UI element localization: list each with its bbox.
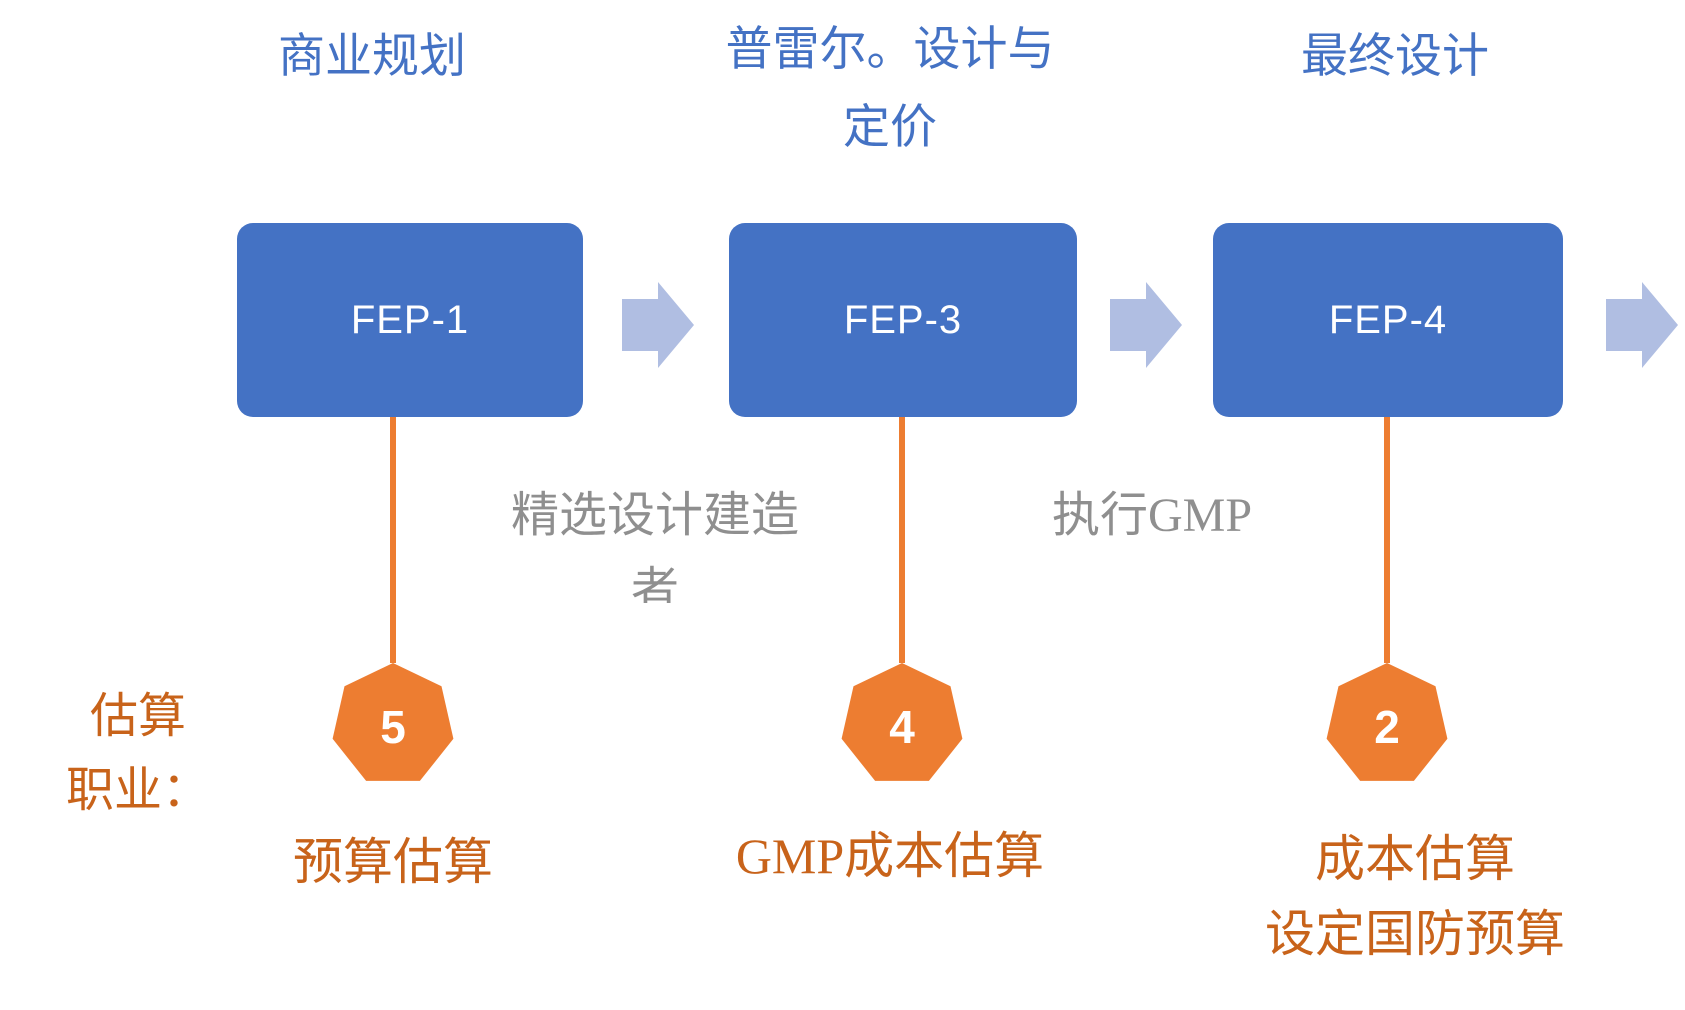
side-caption: 估算 职业： <box>18 680 258 828</box>
fep-box-3-label: FEP-4 <box>1328 297 1448 342</box>
badge-heptagon-1: 5 <box>332 663 454 781</box>
fep-box-1-label: FEP-1 <box>350 297 470 342</box>
connector-label-2-line1: 执行GMP <box>1051 489 1253 542</box>
flow-arrow-icon-1 <box>622 282 694 368</box>
side-caption-line2: 职业： <box>65 764 210 817</box>
badge-heptagon-2: 4 <box>841 663 963 781</box>
fep-box-3: FEP-4 <box>1213 223 1563 417</box>
connector-line-1 <box>390 417 396 663</box>
connector-label-1-line2: 者 <box>630 564 679 603</box>
connector-line-3 <box>1384 417 1390 663</box>
fep-box-2: FEP-3 <box>729 223 1077 417</box>
flow-arrow-icon-2 <box>1110 282 1182 368</box>
estimate-label-1-line1: 预算估算 <box>293 834 493 890</box>
connector-label-1: 精选设计建造 者 <box>455 478 855 603</box>
estimate-label-3: 成本估算 设定国防预算 <box>1165 822 1665 972</box>
estimate-label-3-line1: 成本估算 <box>1315 831 1515 887</box>
fep-box-1: FEP-1 <box>237 223 583 417</box>
connector-label-2: 执行GMP <box>952 478 1352 553</box>
badge-number-1: 5 <box>380 701 406 753</box>
phase-header-2-line2: 定价 <box>843 102 937 154</box>
phase-header-1: 商业规划 <box>172 18 572 96</box>
phase-header-2-line1: 普雷尔。设计与 <box>725 24 1055 76</box>
phase-header-3-line1: 最终设计 <box>1301 31 1489 83</box>
estimate-label-2: GMP成本估算 <box>640 819 1140 894</box>
fep-box-2-label: FEP-3 <box>843 297 963 342</box>
flow-arrow-icon-3 <box>1606 282 1678 368</box>
side-caption-line1: 估算 <box>89 690 186 743</box>
phase-header-3: 最终设计 <box>1195 18 1595 96</box>
phase-header-2: 普雷尔。设计与 定价 <box>640 11 1140 167</box>
connector-line-2 <box>899 417 905 663</box>
badge-heptagon-3: 2 <box>1326 663 1448 781</box>
badge-number-2: 4 <box>889 701 915 753</box>
badge-number-3: 2 <box>1374 701 1400 753</box>
connector-label-1-line1: 精选设计建造 <box>510 489 799 542</box>
estimate-label-1: 预算估算 <box>193 825 593 900</box>
estimate-label-3-line2: 设定国防预算 <box>1265 906 1565 962</box>
estimate-label-2-line1: GMP成本估算 <box>735 828 1045 884</box>
phase-header-1-line1: 商业规划 <box>278 31 466 83</box>
